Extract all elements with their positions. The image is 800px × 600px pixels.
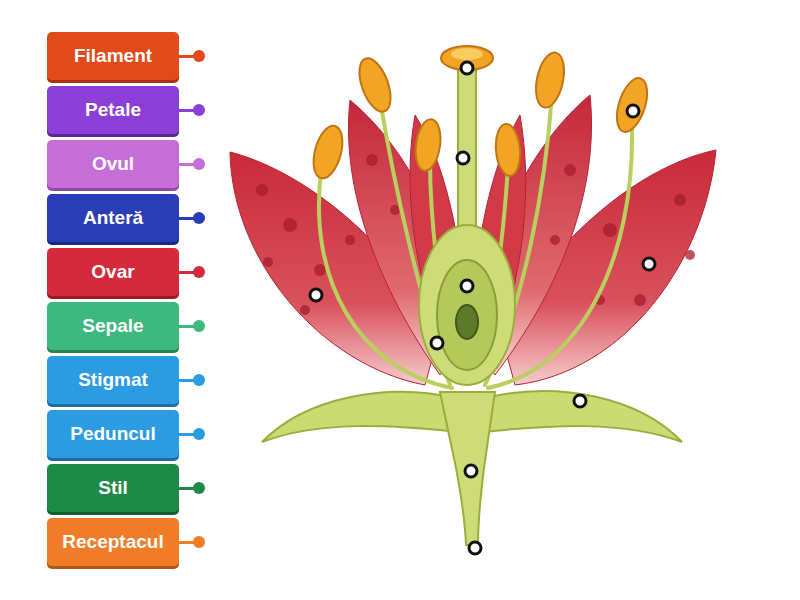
peduncle <box>440 392 495 545</box>
label-box: Sepale <box>47 302 179 350</box>
connector-dot <box>193 536 205 548</box>
part-name: Filament <box>74 45 152 67</box>
connector-dot <box>193 104 205 116</box>
sepal <box>262 392 458 442</box>
part-name: Sepale <box>82 315 143 337</box>
anthers <box>308 50 653 182</box>
part-name: Receptacul <box>62 531 163 553</box>
ovary <box>419 225 515 385</box>
part-name: Stil <box>98 477 128 499</box>
sepal <box>482 391 682 442</box>
style <box>458 68 476 248</box>
part-name: Stigmat <box>78 369 148 391</box>
connector-dot <box>193 212 205 224</box>
label-box: Ovar <box>47 248 179 296</box>
label-box: Stil <box>47 464 179 512</box>
label-box: Peduncul <box>47 410 179 458</box>
connector-dot <box>193 482 205 494</box>
part-name: Ovar <box>91 261 134 283</box>
connector-dot <box>193 50 205 62</box>
part-name: Petale <box>85 99 141 121</box>
label-box: Stigmat <box>47 356 179 404</box>
part-name: Peduncul <box>70 423 156 445</box>
label-box: Filament <box>47 32 179 80</box>
connector-dot <box>193 320 205 332</box>
connector-dot <box>193 428 205 440</box>
label-box: Ovul <box>47 140 179 188</box>
ovule <box>456 305 478 339</box>
connector-dot <box>193 158 205 170</box>
label-box: Anteră <box>47 194 179 242</box>
connector-dot <box>193 374 205 386</box>
label-box: Receptacul <box>47 518 179 566</box>
part-name: Anteră <box>83 207 143 229</box>
target-dots <box>310 62 655 554</box>
label-box: Petale <box>47 86 179 134</box>
part-name: Ovul <box>92 153 134 175</box>
ovary-cavity <box>437 260 497 370</box>
stigma-top <box>451 48 483 60</box>
connector-dot <box>193 266 205 278</box>
